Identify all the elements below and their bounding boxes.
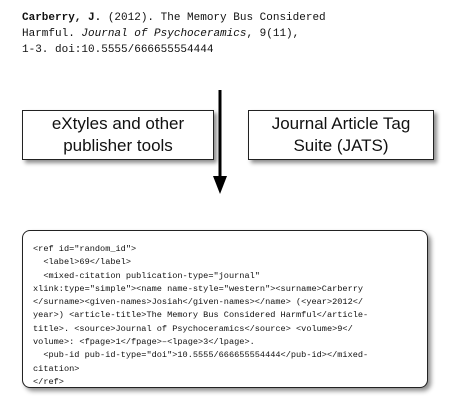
- publisher-tools-box: eXtyles and other publisher tools: [22, 110, 214, 160]
- citation-line-2: Harmful. Journal of Psychoceramics, 9(11…: [22, 26, 442, 42]
- jats-line-1: Journal Article Tag: [271, 114, 411, 133]
- jats-box: Journal Article Tag Suite (JATS): [248, 110, 434, 160]
- xml-line: citation>: [33, 363, 80, 374]
- publisher-tools-line-2: publisher tools: [63, 136, 173, 155]
- citation-line-2-post: , 9(11),: [246, 28, 300, 40]
- xml-line: title>. <source>Journal of Psychoceramic…: [33, 323, 353, 334]
- down-arrow-icon: [213, 90, 227, 194]
- xml-line: xlink:type="simple"><name name-style="we…: [33, 283, 364, 294]
- citation-text: Carberry, J. (2012). The Memory Bus Cons…: [22, 10, 442, 58]
- xml-line: </surname><given-names>Josiah</given-nam…: [33, 297, 364, 308]
- publisher-tools-line-1: eXtyles and other: [51, 114, 185, 133]
- citation-line-2-pre: Harmful.: [22, 28, 82, 40]
- xml-line: <pub-id pub-id-type="doi">10.5555/666655…: [33, 350, 369, 361]
- xml-line: <label>69</label>: [33, 257, 131, 268]
- jats-text: Journal Article Tag Suite (JATS): [272, 113, 411, 157]
- xml-line: <mixed-citation publication-type="journa…: [33, 270, 260, 281]
- xml-line: <ref id="random_id">: [33, 244, 137, 254]
- citation-line-3: 1-3. doi:10.5555/666655554444: [22, 44, 214, 56]
- publisher-tools-text: eXtyles and other publisher tools: [52, 113, 184, 157]
- citation-journal: Journal of Psychoceramics: [81, 28, 247, 40]
- xml-line: volume>: <fpage>1</fpage>–<lpage>3</lpag…: [33, 337, 255, 348]
- arrow-head: [213, 176, 227, 194]
- xml-line: year>) <article-title>The Memory Bus Con…: [33, 310, 369, 321]
- xml-line: </ref>: [33, 376, 64, 387]
- citation-line-1: Carberry, J. (2012). The Memory Bus Cons…: [22, 10, 442, 26]
- jats-xml-box: <ref id="random_id"> <label>69</label> <…: [22, 230, 428, 388]
- citation-line-1-rest: (2012). The Memory Bus Considered: [101, 12, 326, 24]
- citation-author: Carberry, J.: [22, 12, 102, 24]
- jats-line-2: Suite (JATS): [293, 136, 389, 155]
